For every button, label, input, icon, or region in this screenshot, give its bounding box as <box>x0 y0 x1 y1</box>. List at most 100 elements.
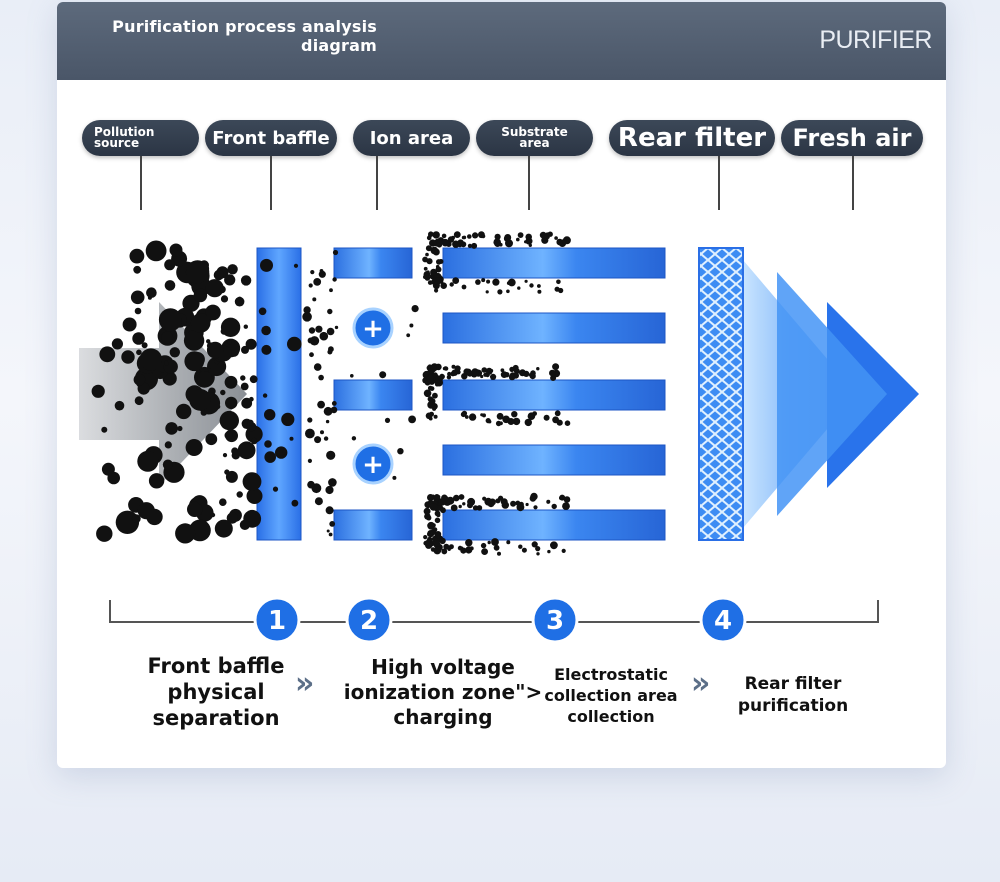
particle <box>169 243 183 257</box>
particle <box>251 437 258 445</box>
particle <box>231 447 239 455</box>
particle <box>411 305 419 313</box>
particle <box>549 369 556 377</box>
particle <box>516 237 520 242</box>
particle <box>434 510 441 517</box>
ion-symbol-bottom: + <box>362 450 384 480</box>
particle <box>506 540 511 545</box>
particle <box>432 372 438 378</box>
particle <box>141 342 148 349</box>
particle <box>434 531 442 539</box>
particle <box>480 374 484 379</box>
particle <box>193 288 208 303</box>
particle <box>457 545 463 551</box>
particle <box>494 233 501 240</box>
particle <box>325 506 334 515</box>
particle <box>424 501 432 509</box>
particle <box>350 374 354 378</box>
step-description-3: Electrostatic collection area collection <box>544 665 678 726</box>
stage-label-text: Pollution source <box>94 125 155 150</box>
particle <box>554 410 561 417</box>
particle <box>438 498 446 506</box>
particle <box>487 540 491 545</box>
particle <box>136 349 142 356</box>
particle <box>224 469 230 475</box>
particle <box>137 450 159 472</box>
particle <box>554 286 560 292</box>
diagram-card: Purification process analysis diagram PU… <box>57 2 946 768</box>
rear-filter-mesh <box>698 247 744 541</box>
particle <box>146 287 157 299</box>
step-description-2: High voltage ionization zone"> charging <box>343 655 543 729</box>
particle <box>497 289 503 295</box>
particle <box>563 496 571 503</box>
particle <box>443 543 450 550</box>
substrate-plates <box>442 247 666 541</box>
particle <box>260 258 273 272</box>
particle <box>185 439 203 456</box>
chevron-right-icon: » <box>295 666 315 701</box>
particle <box>234 296 245 307</box>
particle <box>184 351 205 372</box>
particle <box>226 512 238 524</box>
particle <box>471 368 479 376</box>
particle <box>434 517 441 524</box>
particle <box>164 360 169 366</box>
stage-label-text: Fresh air <box>792 124 912 152</box>
particle <box>308 283 313 288</box>
particle <box>206 339 211 344</box>
stage-label-rear-filter: Rear filter <box>609 120 775 156</box>
particle <box>429 386 435 391</box>
particle <box>497 551 501 556</box>
particle <box>458 504 462 509</box>
particle <box>432 231 440 239</box>
particle <box>134 307 142 315</box>
particle <box>305 428 315 439</box>
particle <box>318 374 324 381</box>
particle <box>334 325 339 330</box>
particle <box>472 505 479 511</box>
particle <box>440 282 448 290</box>
particle <box>481 548 488 555</box>
particle <box>506 281 511 285</box>
particle <box>241 345 249 354</box>
particle <box>423 507 431 515</box>
particle <box>486 279 491 284</box>
particle <box>327 308 333 315</box>
particle <box>176 403 192 420</box>
stage-label-substrate-area: Substrate area <box>476 120 593 156</box>
particle <box>426 374 434 383</box>
particle <box>485 290 489 294</box>
particle <box>307 480 315 489</box>
particle <box>180 255 186 261</box>
particle <box>430 246 439 255</box>
particle <box>468 413 477 421</box>
particle <box>524 279 528 283</box>
particle <box>121 350 135 364</box>
particle <box>537 289 542 294</box>
particle <box>137 382 150 395</box>
particle <box>495 498 501 504</box>
header-bar: Purification process analysis diagram PU… <box>57 2 946 80</box>
particle <box>164 280 176 291</box>
particle <box>529 495 537 502</box>
particle <box>161 331 174 344</box>
particle <box>162 459 173 470</box>
particle <box>224 274 236 286</box>
particle <box>539 231 547 239</box>
particle <box>535 546 541 552</box>
particle <box>434 494 440 500</box>
particle <box>262 393 268 398</box>
particle <box>190 313 211 333</box>
particle <box>527 412 536 421</box>
particle <box>320 430 324 435</box>
particle <box>529 373 536 380</box>
particle <box>224 375 238 389</box>
particle <box>158 308 182 332</box>
particle <box>454 365 461 372</box>
particle <box>475 279 481 285</box>
particle <box>122 317 137 332</box>
particle <box>452 277 460 284</box>
particle <box>511 411 518 418</box>
particle <box>328 478 337 487</box>
